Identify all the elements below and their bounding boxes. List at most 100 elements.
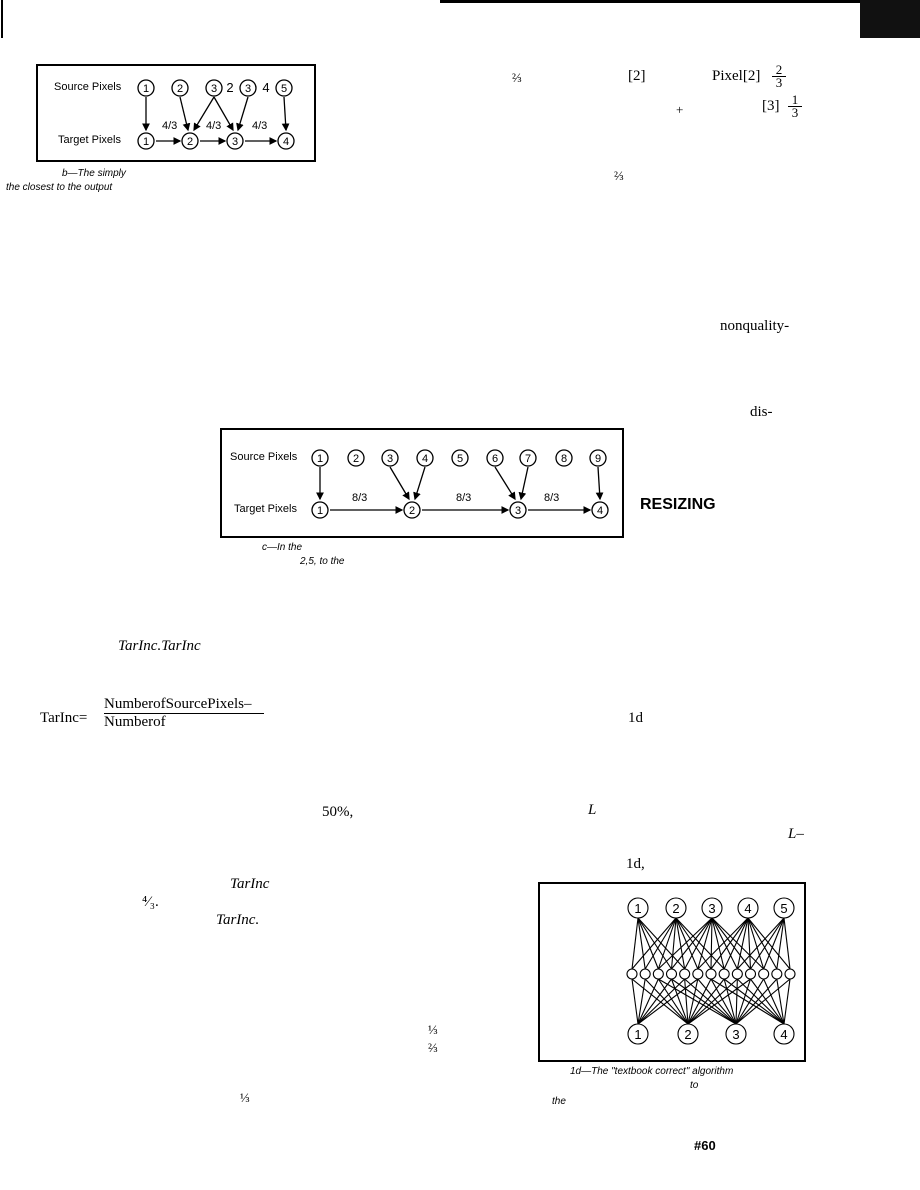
fraction-denominator-3b: 3: [791, 105, 799, 120]
figure-c-spacing-1: 8/3: [352, 492, 368, 504]
text-tarinc-b: TarInc.: [216, 912, 260, 928]
figure-c-spacing-2: 8/3: [456, 492, 472, 504]
svg-text:2: 2: [672, 901, 679, 916]
text-var-l: L: [588, 802, 597, 818]
text-four-thirds: ⁴⁄₃.: [142, 894, 159, 910]
figure-d-connections: [631, 917, 791, 1025]
figure-c-source-label: Source Pixels: [230, 451, 298, 463]
svg-text:9: 9: [595, 453, 601, 465]
intermediate-sample: [705, 968, 717, 980]
sample-to-target-link: [776, 978, 785, 1025]
intermediate-sample: [744, 968, 757, 980]
intermediate-sample: [758, 968, 770, 980]
source-to-sample-link: [747, 917, 765, 970]
svg-text:1: 1: [143, 83, 149, 95]
fraction-numerator-1: 1: [788, 93, 802, 107]
sample-to-target-link: [735, 978, 778, 1025]
source-to-sample-link: [631, 917, 677, 970]
source-pixel-5: [451, 449, 469, 467]
text-tarinc-a: TarInc: [230, 876, 270, 892]
header-rule: [440, 0, 860, 3]
corner-tab-graphic: [860, 0, 920, 38]
source-to-sample-link: [697, 917, 713, 970]
source-to-sample-link: [644, 917, 677, 970]
intermediate-sample: [718, 968, 730, 980]
target-pixel-3: [725, 1023, 747, 1045]
svg-text:4: 4: [780, 1027, 787, 1042]
source-pixel-6: [486, 449, 504, 467]
sample-to-target-link: [735, 978, 738, 1025]
figure-b-spacing-3: 4/3: [252, 120, 268, 132]
sample-to-target-link: [783, 978, 791, 1025]
sample-to-target-link: [723, 978, 785, 1025]
formula-lhs: TarInc=: [40, 710, 88, 726]
page-number: #60: [694, 1138, 716, 1153]
source-to-sample-link: [637, 917, 672, 970]
svg-text:4: 4: [597, 505, 603, 517]
source-to-sample-link: [657, 917, 713, 970]
figure-b-caption-line1: b—The simply: [62, 168, 126, 179]
source-to-sample-link: [637, 917, 686, 970]
text-ref-1d: 1d: [628, 710, 643, 726]
target-pixel-1: [311, 501, 329, 519]
source-to-sample-link: [711, 917, 751, 970]
text-plus: +: [676, 102, 684, 117]
sample-to-target-link: [687, 978, 712, 1025]
svg-text:1: 1: [634, 1027, 641, 1042]
source-to-sample-link: [736, 917, 749, 970]
source-pixel-8: [555, 449, 573, 467]
target-pixel-3: [509, 501, 527, 519]
source-pixel-3: [381, 449, 399, 467]
figure-b-caption-line2: the closest to the output: [6, 182, 113, 193]
source-pixel-2: [665, 897, 687, 919]
svg-text:6: 6: [492, 453, 498, 465]
svg-text:5: 5: [780, 901, 787, 916]
figure-d-caption-the: the: [552, 1096, 566, 1107]
source-pixel-4: [737, 897, 759, 919]
sample-to-target-link: [735, 978, 765, 1025]
source-to-sample-link: [657, 917, 677, 970]
text-two-thirds-b: ⅔: [614, 168, 624, 183]
source-to-sample-link: [783, 917, 791, 970]
text-ref-1d-comma: 1d,: [626, 856, 645, 872]
formula-denominator: Numberof: [104, 714, 166, 730]
target-pixel-1: [137, 132, 155, 150]
source-to-sample-link: [675, 917, 725, 970]
svg-text:7: 7: [525, 453, 531, 465]
svg-text:2: 2: [409, 505, 415, 517]
figure-c-caption-line2: 2,5, to the: [300, 556, 345, 567]
text-fifty-percent: 50%,: [322, 804, 354, 820]
source-to-sample-link: [736, 917, 785, 970]
source-pixel-2: [347, 449, 365, 467]
target-pixel-2: [181, 132, 199, 150]
sample-to-target-link: [670, 978, 689, 1025]
target-pixel-4: [277, 132, 295, 150]
source-pixel-7: [519, 449, 537, 467]
source-to-sample-link: [631, 917, 639, 970]
sample-to-target-link: [637, 978, 646, 1025]
source-to-sample-link: [711, 917, 765, 970]
svg-text:5: 5: [457, 453, 463, 465]
source-pixel-4: [416, 449, 434, 467]
target-pixel-1: [627, 1023, 649, 1045]
source-pixel-1: [137, 79, 155, 97]
svg-text:3: 3: [708, 901, 715, 916]
target-pixel-4: [591, 501, 609, 519]
target-pixel-3: [226, 132, 244, 150]
svg-text:4: 4: [283, 136, 289, 148]
sample-to-target-link: [735, 978, 752, 1025]
fraction-two-thirds: 2 3: [772, 63, 786, 89]
fraction-one-third: 1 3: [788, 93, 802, 120]
sample-to-target-link: [735, 978, 791, 1025]
source-pixel-5: [275, 79, 293, 97]
svg-text:4: 4: [422, 453, 428, 465]
fraction-numerator-2: 2: [772, 63, 786, 77]
sample-to-target-link: [750, 978, 785, 1025]
source-to-sample-link: [711, 917, 725, 970]
svg-text:5: 5: [281, 83, 287, 95]
svg-text:3: 3: [732, 1027, 739, 1042]
sample-to-target-link: [736, 978, 785, 1025]
target-pixel-2: [677, 1023, 699, 1045]
